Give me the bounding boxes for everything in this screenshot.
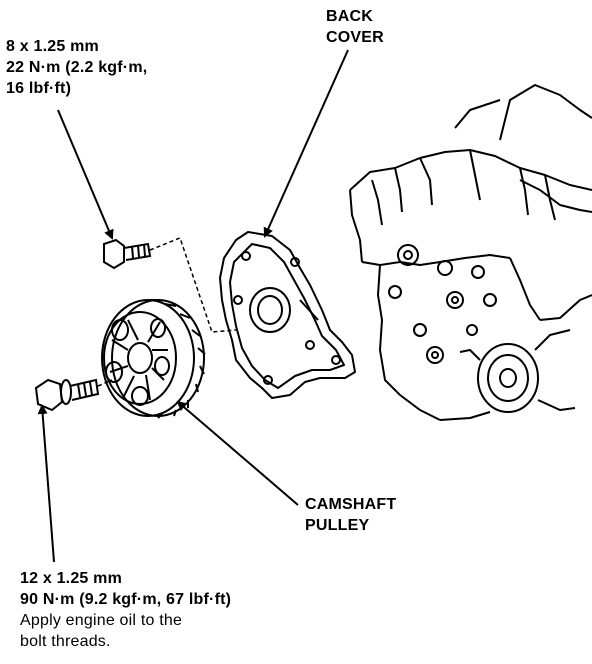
engine-block xyxy=(349,84,592,421)
arrow-camshaft-pulley xyxy=(176,400,299,506)
alignment-line-2 xyxy=(97,379,113,387)
top-bolt-spec-label: 8 x 1.25 mm 22 N·m (2.2 kgf·m, 16 lbf·ft… xyxy=(6,36,147,99)
top-bolt-torque: 22 N·m (2.2 kgf·m, xyxy=(6,59,148,76)
arrow-top-bolt xyxy=(57,109,114,240)
top-bolt-torque-ft: 16 lbf·ft) xyxy=(6,80,72,97)
back-cover-label-line-2: COVER xyxy=(326,29,384,46)
back-cover-plate xyxy=(219,231,356,399)
arrow-bottom-bolt xyxy=(37,404,55,563)
top-bolt-size: 8 x 1.25 mm xyxy=(6,38,99,55)
bottom-bolt-note-line-2: bolt threads. xyxy=(20,633,111,650)
camshaft-pulley-label-line-2: PULLEY xyxy=(305,517,370,534)
camshaft-pulley-label-line-1: CAMSHAFT xyxy=(305,496,397,513)
alignment-line xyxy=(149,237,237,333)
bottom-bolt-drawing xyxy=(34,378,100,412)
camshaft-pulley-drawing xyxy=(101,299,206,419)
bottom-bolt-spec-label: 12 x 1.25 mm 90 N·m (9.2 kgf·m, 67 lbf·f… xyxy=(20,568,231,652)
back-cover-label-line-1: BACK xyxy=(326,8,374,25)
top-bolt-drawing xyxy=(103,238,152,270)
back-cover-label: BACK COVER xyxy=(326,6,384,48)
bottom-bolt-note-line-1: Apply engine oil to the xyxy=(20,612,183,629)
arrow-back-cover xyxy=(263,49,349,238)
bottom-bolt-size: 12 x 1.25 mm xyxy=(20,570,123,587)
camshaft-pulley-label: CAMSHAFT PULLEY xyxy=(305,494,396,536)
bottom-bolt-torque: 90 N·m (9.2 kgf·m, 67 lbf·ft) xyxy=(20,591,232,608)
